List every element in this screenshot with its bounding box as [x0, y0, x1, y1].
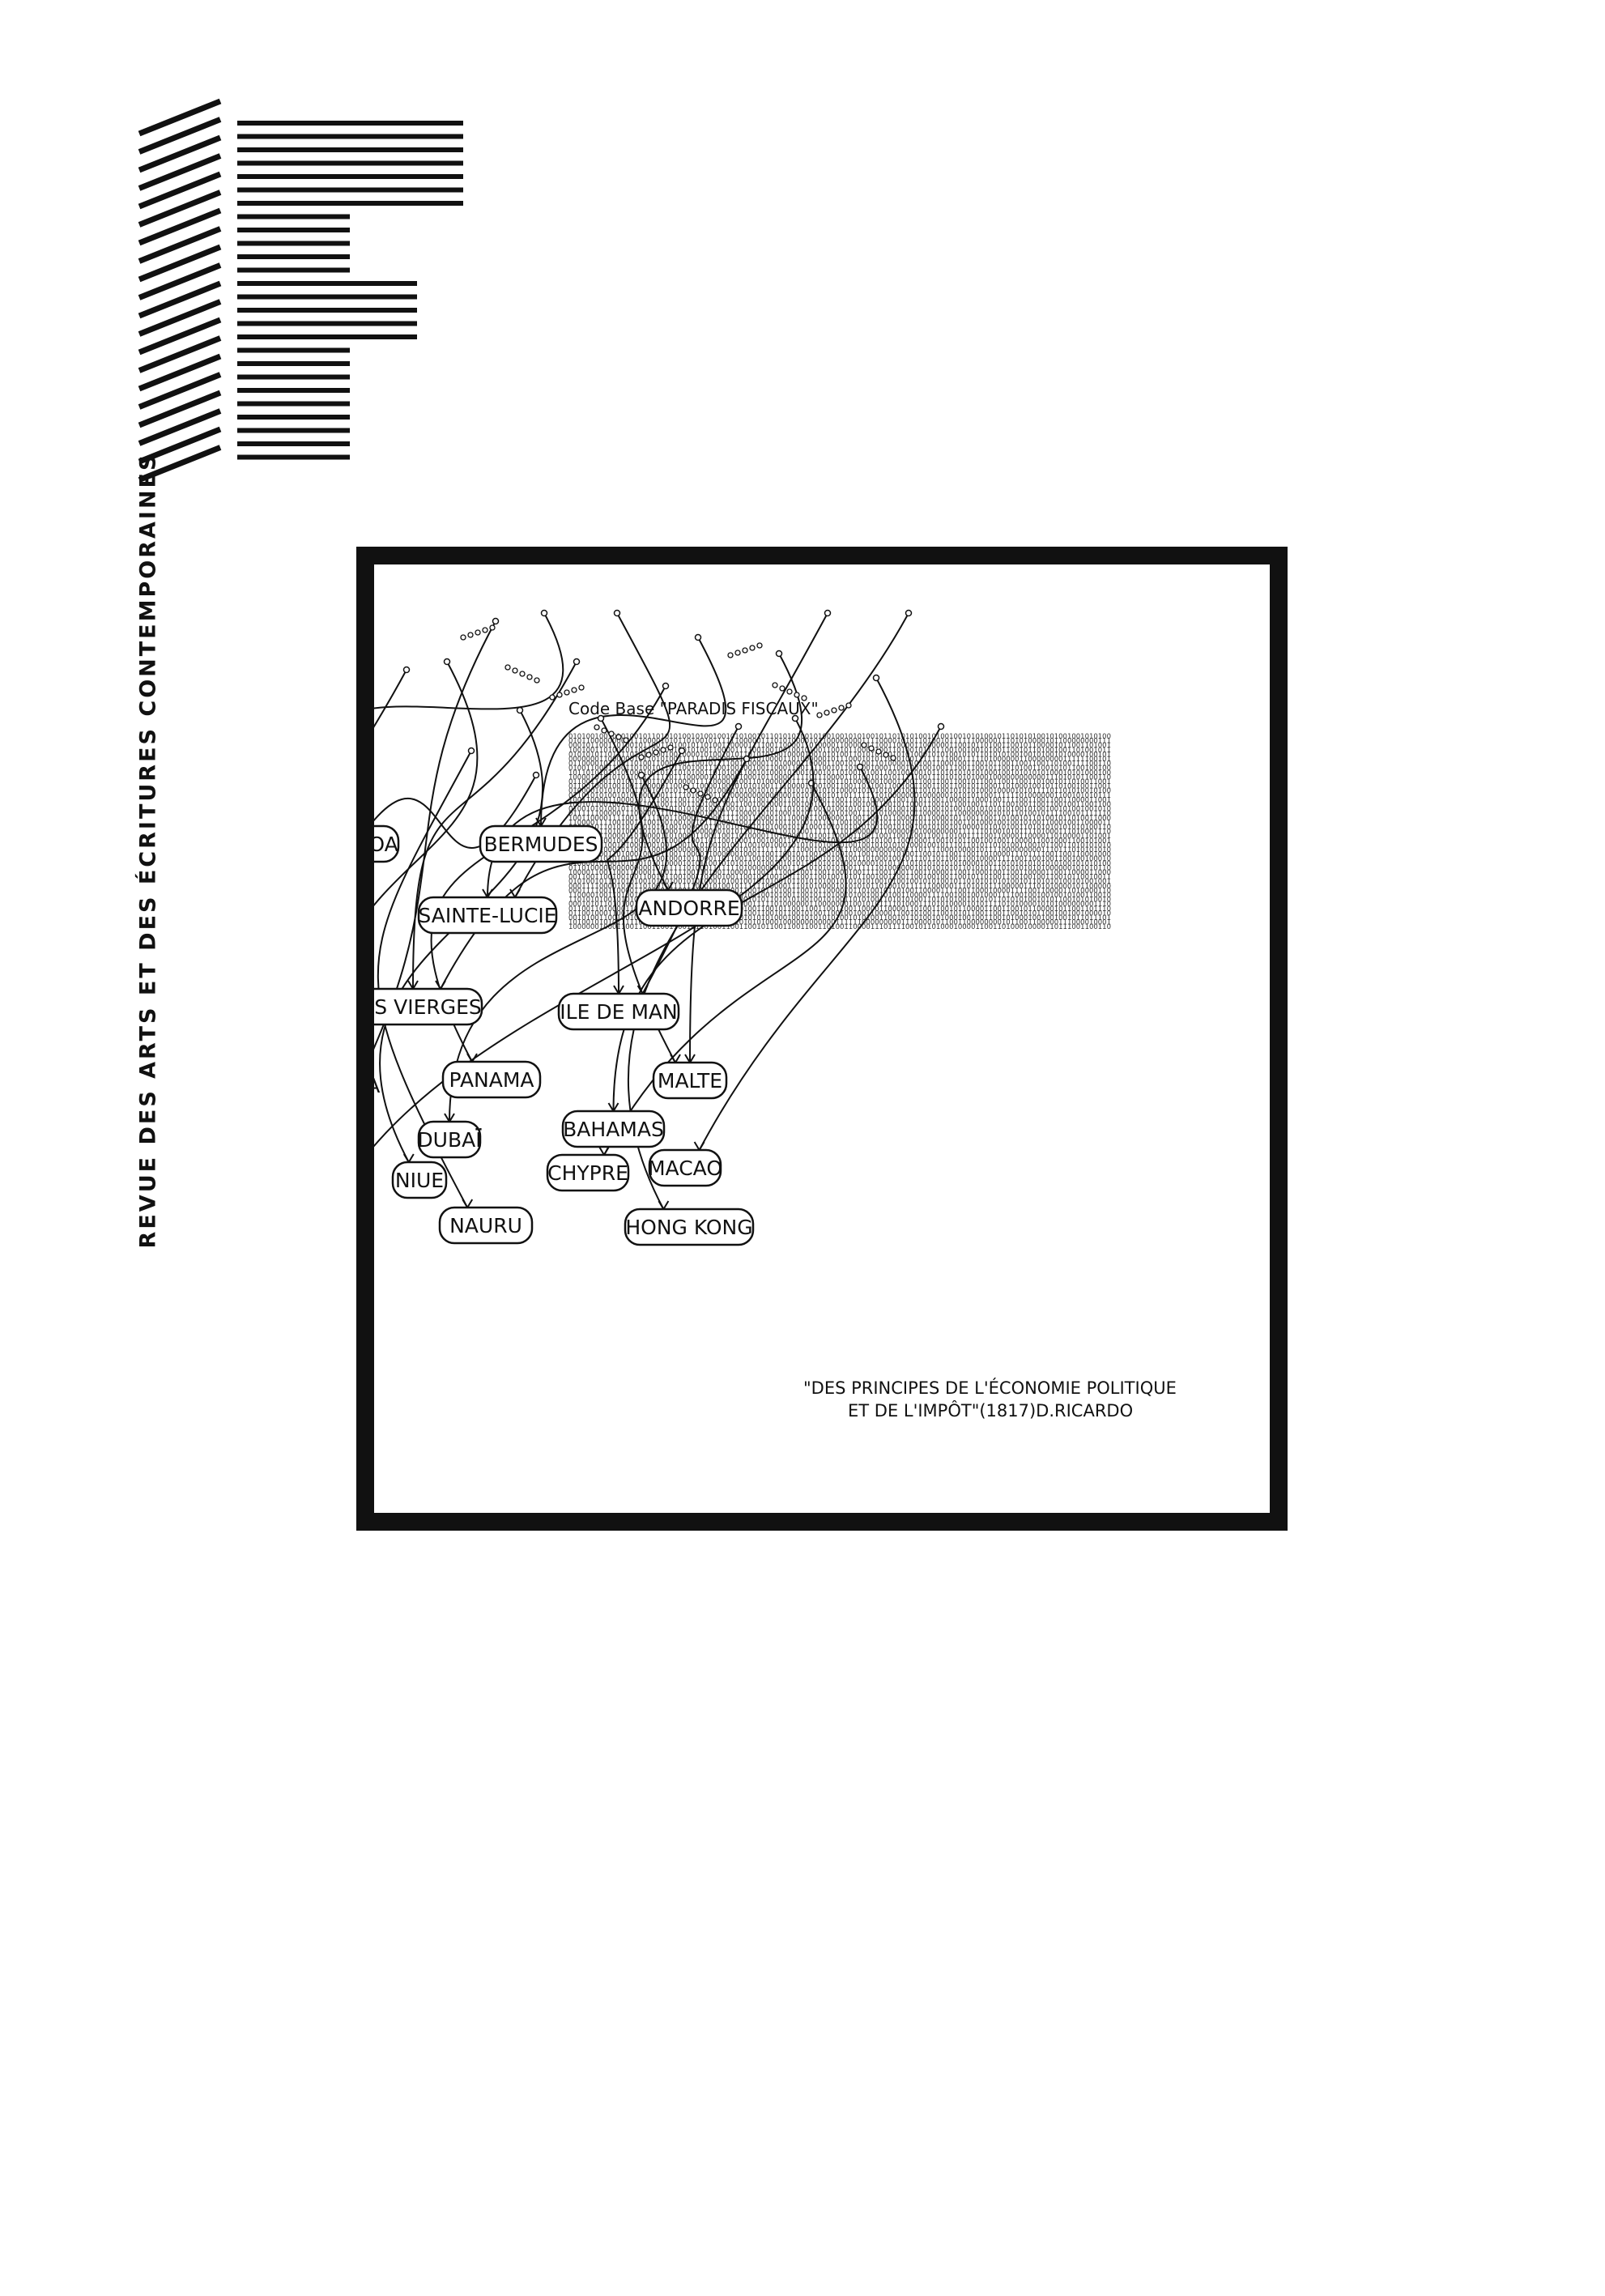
matrix-row: 1001011001001100110010011001100100110011…	[568, 801, 1111, 809]
node-macao: MACAO	[648, 1148, 722, 1187]
svg-text:ILES VIERGES: ILES VIERGES	[374, 995, 482, 1019]
matrix-row: 0100110001100110100101101100100111001001…	[568, 765, 1111, 773]
artwork-frame: Code Base "PARADIS FISCAUX" 010100100101…	[356, 547, 1288, 1531]
matrix-row: 0111100110000110100001101000011001100110…	[568, 833, 1111, 841]
matrix-row: 1000000100011001100110011001011010011001…	[568, 923, 1111, 931]
matrix-row: 0110010001001001110000110011110000100101…	[568, 783, 1111, 791]
matrix-row: 0100001010010101010101000010101100101010…	[568, 860, 1111, 868]
quote-line-2: ET DE L'IMPÔT"(1817)D.RICARDO	[848, 1400, 1133, 1421]
matrix-row: 1001001101001011011001001001010011000011…	[568, 747, 1111, 755]
node-costa-rica: COSTA RICA	[374, 1074, 380, 1097]
svg-text:CHYPRE: CHYPRE	[547, 1161, 628, 1185]
node-malte: MALTE	[652, 1061, 728, 1100]
connection-line	[600, 718, 676, 1063]
matrix-row: 0010100110010010010110101010101001011010…	[568, 914, 1111, 922]
svg-text:MALTE: MALTE	[658, 1069, 722, 1093]
matrix-row: 0100001010101001100101010110101001000010…	[568, 787, 1111, 795]
svg-text:MACAO: MACAO	[648, 1157, 722, 1180]
quote-line-1: "DES PRINCIPES DE L'ÉCONOMIE POLITIQUE	[803, 1378, 1177, 1398]
matrix-row: 0110000101100110100110001001100101111001…	[568, 760, 1111, 769]
connection-line	[689, 612, 828, 1063]
connection-line	[374, 669, 407, 728]
node-andorre: ANDORRE	[635, 888, 743, 927]
matrix-row: 0101001001010100101101010100101001001010…	[568, 733, 1111, 741]
node-group: SAMOABERMUDESJERSEYSAINTE-LUCIEANDORREIL…	[374, 824, 755, 1246]
node-samoa: SAMOA	[374, 824, 400, 863]
matrix-row: 1000011001101000100001100110000110000001…	[568, 851, 1111, 859]
side-title: REVUE DES ARTS ET DES ÉCRITURES CONTEMPO…	[135, 452, 161, 1249]
node-ile-de-man: ILE DE MAN	[557, 992, 680, 1031]
connection-line	[374, 718, 815, 1148]
connection-line	[540, 637, 727, 827]
svg-text:COSTA RICA: COSTA RICA	[374, 1074, 380, 1097]
matrix-row: 0101001011010101001010010010101000101001…	[568, 878, 1111, 886]
matrix-row: 0110011001101001100110001000011110000110…	[568, 778, 1111, 786]
matrix-row: 0100101010010110100101101010100101010010…	[568, 806, 1111, 814]
matrix-row: 0011001100100100110010110010011010010011…	[568, 874, 1111, 882]
matrix-row: 1001100001100001011110011001100110000110…	[568, 796, 1111, 804]
matrix-row: 1001010110101010101010100100001011010101…	[568, 824, 1111, 832]
svg-text:BAHAMAS: BAHAMAS	[563, 1118, 664, 1141]
matrix-row: 1100100100100110001001100011001101100100…	[568, 837, 1111, 846]
matrix-row: 0110100000000000000101111110100011111110…	[568, 864, 1111, 872]
node-nauru: NAURU	[438, 1206, 534, 1245]
node-iles-vierges: ILES VIERGES	[374, 987, 483, 1026]
svg-text:SAINTE-LUCIE: SAINTE-LUCIE	[418, 904, 556, 927]
node-panama: PANAMA	[441, 1060, 542, 1099]
matrix-row: 0101010110111101010000100100001010010101…	[568, 751, 1111, 759]
matrix-row: 1001100001111001011110011000011000011110…	[568, 815, 1111, 823]
matrix-row: 1010010101011111001110101010100000111010…	[568, 919, 1111, 927]
matrix-row: 0110011010000110100110001001100110011000…	[568, 905, 1111, 914]
matrix-row: 0101100000000111100001010110100101111110…	[568, 738, 1111, 746]
matrix-row: 0010010101010011001100100010110001101100…	[568, 855, 1111, 863]
matrix-row: 0001111001100001100000011001011010000001…	[568, 887, 1111, 895]
matrix-row: 1000010101010110011111101110000010100001…	[568, 773, 1111, 782]
matrix-row: 0111111000001110000011101010000100011110…	[568, 810, 1111, 818]
node-chypre: CHYPRE	[546, 1153, 630, 1192]
matrix-row: 0001111000010101101001011111100010100101…	[568, 883, 1111, 891]
matrix-row: 1100001111001001110010010010010111000010…	[568, 819, 1111, 827]
svg-text:DUBAÏ: DUBAÏ	[417, 1128, 482, 1152]
svg-text:PANAMA: PANAMA	[449, 1068, 534, 1092]
node-duba-: DUBAÏ	[417, 1120, 482, 1159]
binary-code-matrix: 0101001001010100101101010100101001001010…	[568, 733, 1111, 931]
matrix-row: 1100001001101001011011001001001001101100…	[568, 892, 1111, 900]
matrix-row: 0110101010010101000000111110101001101000…	[568, 792, 1111, 800]
matrix-row: 1011010101010100010010101010100110101001…	[568, 769, 1111, 777]
tax-haven-diagram: Code Base "PARADIS FISCAUX" 010100100101…	[374, 609, 1177, 1421]
connection-line	[412, 661, 577, 990]
svg-text:ANDORRE: ANDORRE	[638, 897, 739, 920]
svg-text:SAMOA: SAMOA	[374, 833, 398, 856]
matrix-row: 0001011001101001011001101001011010011000…	[568, 742, 1111, 750]
node-sainte-lucie: SAINTE-LUCIE	[417, 896, 558, 935]
matrix-row: 1000011001100110000110011110011010011000…	[568, 869, 1111, 877]
matrix-row: 0000000110000001011010100111111100000011…	[568, 756, 1111, 764]
svg-text:BERMUDES: BERMUDES	[483, 833, 598, 856]
node-hong-kong: HONG KONG	[624, 1208, 755, 1246]
connection-line	[374, 612, 564, 710]
connection-line	[449, 774, 668, 1122]
svg-text:NAURU: NAURU	[449, 1214, 522, 1237]
svg-text:NIUE: NIUE	[395, 1169, 444, 1192]
matrix-row: 0000001110101000101010000110100000010101…	[568, 829, 1111, 837]
connection-line	[377, 750, 472, 1208]
node-bahamas: BAHAMAS	[561, 1110, 666, 1148]
connection-line	[430, 685, 666, 1063]
connection-line	[487, 766, 879, 898]
svg-text:ILE DE MAN: ILE DE MAN	[560, 1000, 677, 1024]
node-niue: NIUE	[391, 1161, 448, 1199]
svg-text:HONG KONG: HONG KONG	[625, 1216, 752, 1239]
matrix-row: 1101010100101010001010100101011000101010…	[568, 897, 1111, 905]
matrix-row: 0001010110101001111111100011111011111110…	[568, 901, 1111, 909]
revue-logo	[138, 98, 463, 483]
connection-line	[698, 677, 916, 1151]
node-bermudes: BERMUDES	[479, 824, 603, 863]
connection-line	[607, 750, 683, 995]
connection-line	[514, 612, 671, 898]
